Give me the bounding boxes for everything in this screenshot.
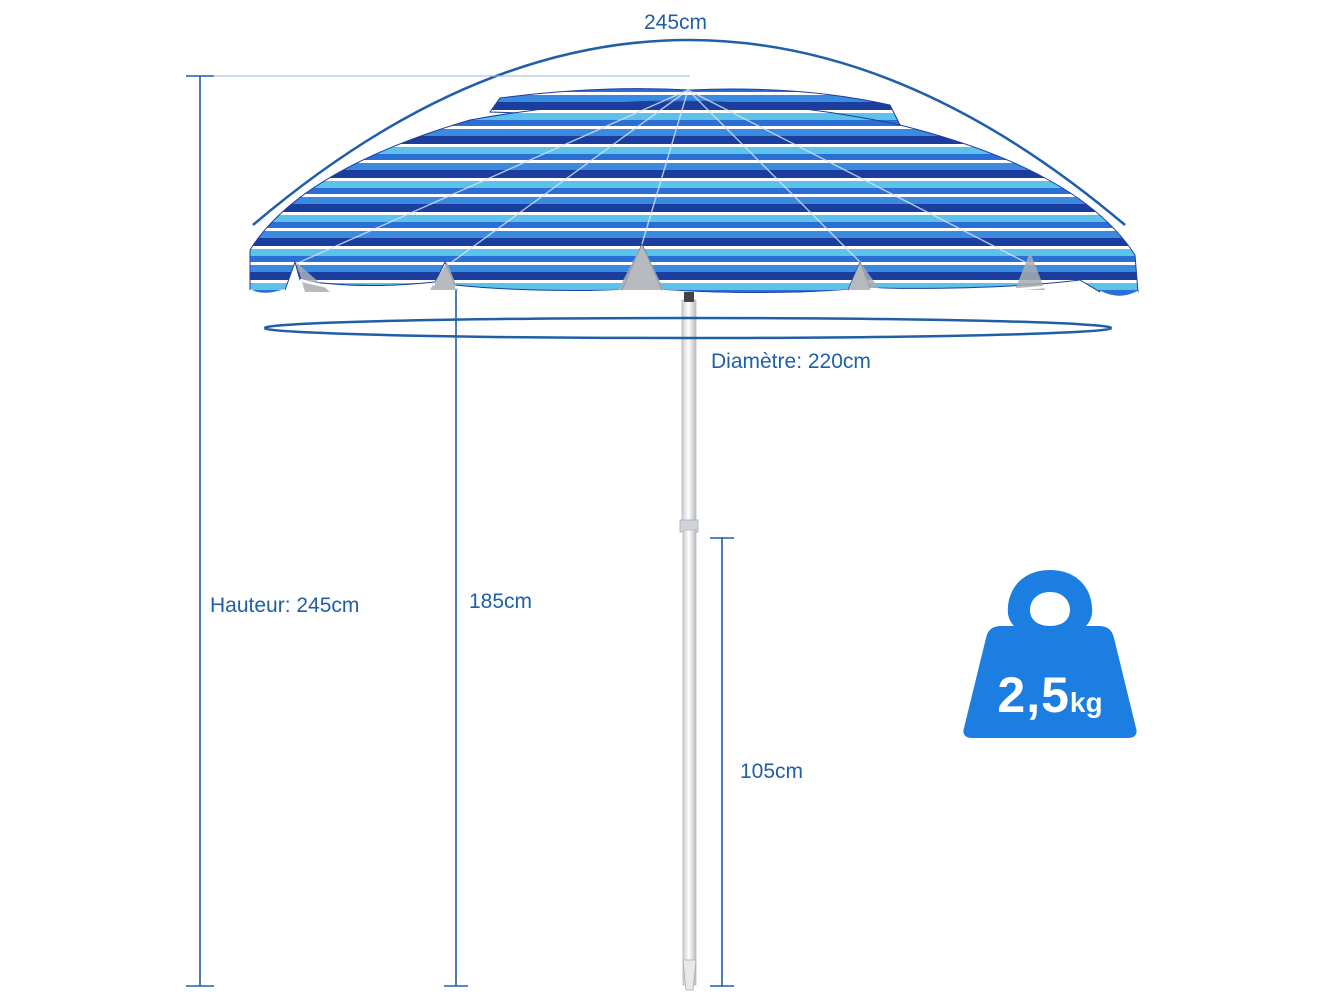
- weight-badge: 2,5kg: [962, 568, 1138, 738]
- arc-dimension-line: [252, 38, 1126, 226]
- clearance-dimension-line: [444, 290, 468, 987]
- clearance-label: 185cm: [469, 590, 533, 613]
- diameter-label: Diamètre: 220cm: [711, 350, 871, 373]
- weight-unit: kg: [1069, 687, 1103, 718]
- height-dimension-line: [186, 75, 690, 987]
- lower-pole-label: 105cm: [740, 760, 804, 783]
- weight-text: 2,5kg: [962, 666, 1138, 724]
- diameter-ellipse: [263, 316, 1113, 340]
- umbrella-pole: [679, 292, 699, 991]
- weight-icon: [963, 570, 1137, 738]
- height-label: Hauteur: 245cm: [210, 594, 360, 617]
- arc-width-label: 245cm: [644, 11, 708, 34]
- lower-pole-dimension-line: [710, 537, 734, 987]
- umbrella-canopy: [249, 88, 1139, 299]
- weight-value: 2,5: [997, 667, 1070, 723]
